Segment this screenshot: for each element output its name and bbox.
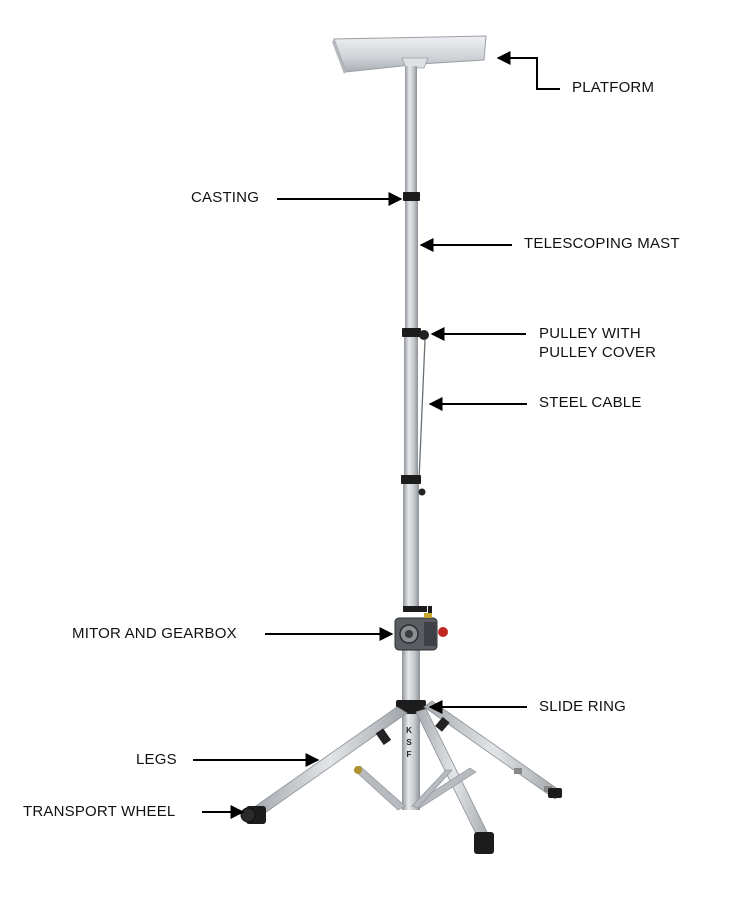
- casting: [403, 192, 420, 201]
- casting-label: CASTING: [191, 189, 260, 206]
- legs: [252, 700, 563, 854]
- motor-gearbox: [394, 606, 448, 651]
- pulley: [402, 328, 429, 340]
- transport-wheel: [240, 806, 266, 824]
- mast-marking-k: K: [406, 726, 412, 735]
- telescoping-mast: [402, 66, 420, 810]
- lower-collar: [401, 475, 426, 496]
- pulley-label-line2: PULLEY COVER: [539, 344, 657, 361]
- mast-marking: K S F: [406, 726, 412, 759]
- motor-gearbox-label: MITOR AND GEARBOX: [72, 625, 237, 642]
- transport-wheel-label: TRANSPORT WHEEL: [23, 803, 176, 820]
- platform: [332, 35, 487, 74]
- mast-marking-f: F: [407, 750, 412, 759]
- leader-arrows: [193, 51, 560, 819]
- platform-arrow: [496, 51, 560, 90]
- platform-label: PLATFORM: [572, 79, 655, 96]
- steel-cable: [418, 339, 426, 481]
- steel-cable-label: STEEL CABLE: [539, 394, 642, 411]
- slide-ring-label: SLIDE RING: [539, 698, 627, 715]
- mast-marking-s: S: [406, 738, 412, 747]
- telescoping-mast-label: TELESCOPING MAST: [524, 235, 680, 252]
- legs-label: LEGS: [136, 751, 177, 768]
- pulley-label-line1: PULLEY WITH: [539, 325, 641, 342]
